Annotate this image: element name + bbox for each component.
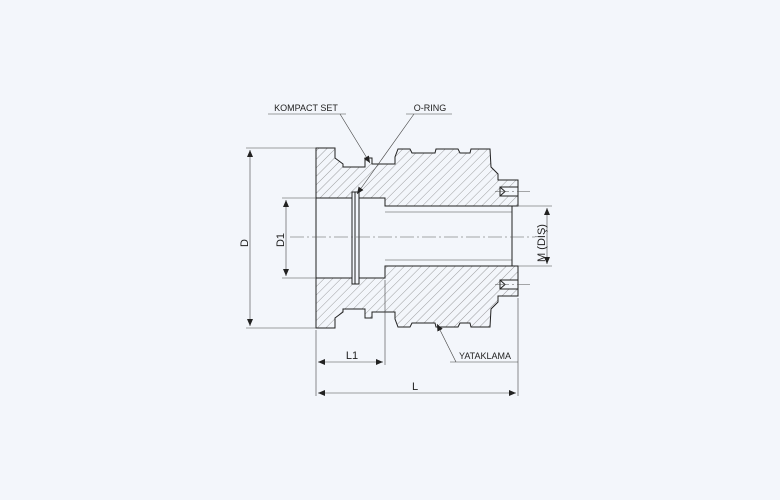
o-ring-leader [356,113,415,195]
kompact-set-leader [339,113,371,164]
yataklama-label: YATAKLAMA [459,351,511,361]
yataklama-leader [436,323,457,363]
m-dis-label: M (DİŞ) [535,224,548,262]
d-label: D [239,239,251,247]
l1-label: L1 [346,350,358,362]
body-section-upper [315,147,519,207]
kompact-set-label: KOMPACT SET [274,103,338,113]
l-label: L [412,381,418,393]
o-ring-label: O-RING [414,103,447,113]
body-section-lower [315,265,519,329]
d1-label: D1 [275,233,287,247]
